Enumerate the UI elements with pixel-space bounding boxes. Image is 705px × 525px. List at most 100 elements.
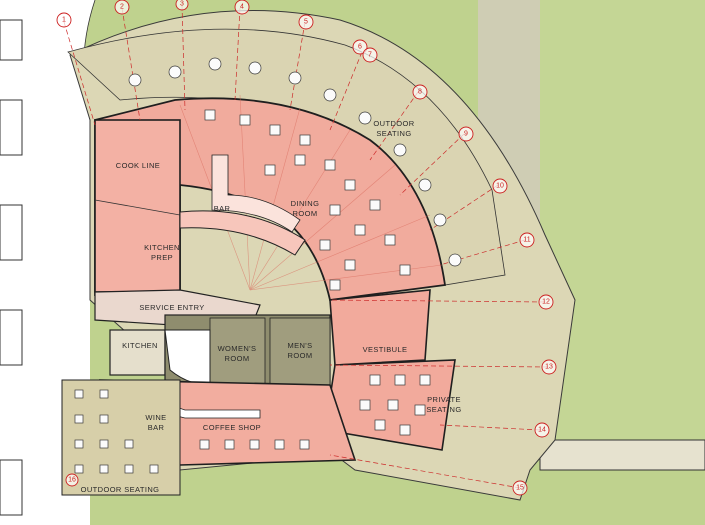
label-outdoor-bottom: OUTDOOR SEATING xyxy=(81,485,160,494)
table xyxy=(288,71,302,85)
grid-marker: 7 xyxy=(362,47,378,63)
table xyxy=(99,464,109,474)
label-kitchen-prep-1: KITCHEN xyxy=(144,243,180,252)
table xyxy=(433,213,447,227)
lower-outdoor-patio xyxy=(61,379,181,496)
kitchen-block xyxy=(94,119,181,293)
table xyxy=(239,114,251,126)
womens-room xyxy=(209,317,266,394)
label-kitchen-prep-2: PREP xyxy=(151,253,173,262)
mens-room xyxy=(269,317,331,394)
grid-marker: 10 xyxy=(492,178,508,194)
label-outdoor-top-1: OUTDOOR xyxy=(373,119,414,128)
radial-shading xyxy=(179,94,443,291)
table xyxy=(324,159,336,171)
outdoor-tables-upper xyxy=(128,57,462,267)
cook-line-divider xyxy=(94,199,181,216)
label-coffee-shop: COFFEE SHOP xyxy=(203,423,261,432)
grid-marker-label: 9 xyxy=(464,131,468,138)
table xyxy=(369,374,381,386)
table xyxy=(393,143,407,157)
grid-marker: 16 xyxy=(65,473,79,487)
grid-marker: 9 xyxy=(458,126,474,142)
table xyxy=(419,374,431,386)
grid-marker: 4 xyxy=(234,0,250,15)
table xyxy=(448,253,462,267)
bar-counter xyxy=(179,210,306,256)
label-outdoor-top-2: SEATING xyxy=(376,129,411,138)
private-tables xyxy=(359,374,431,436)
grid-marker-label: 3 xyxy=(180,1,184,8)
label-mens-1: MEN'S xyxy=(287,341,312,350)
table xyxy=(99,439,109,449)
grid-marker: 11 xyxy=(519,232,535,248)
grid-marker-label: 16 xyxy=(68,477,76,484)
table xyxy=(299,439,310,450)
grid-marker-label: 6 xyxy=(358,44,362,51)
table xyxy=(124,439,134,449)
label-wine-bar-1: WINE xyxy=(145,413,166,422)
table xyxy=(208,57,222,71)
table xyxy=(199,439,210,450)
table xyxy=(384,234,396,246)
label-wine-bar-2: BAR xyxy=(148,423,165,432)
table xyxy=(399,264,411,276)
table xyxy=(269,124,281,136)
label-dining-2: ROOM xyxy=(293,209,318,218)
label-private-1: PRIVATE xyxy=(427,395,461,404)
grid-marker: 8 xyxy=(412,84,428,100)
grid-marker-label: 12 xyxy=(542,299,550,306)
table xyxy=(359,399,371,411)
grid-marker-label: 4 xyxy=(240,4,244,11)
table xyxy=(358,111,372,125)
table xyxy=(344,259,356,271)
table xyxy=(354,224,366,236)
grid-marker: 13 xyxy=(541,359,557,375)
grid-marker: 3 xyxy=(175,0,189,11)
grid-lines xyxy=(63,4,549,489)
table xyxy=(264,164,276,176)
table xyxy=(344,179,356,191)
table xyxy=(374,419,386,431)
label-kitchen: KITCHEN xyxy=(122,341,158,350)
table xyxy=(128,73,142,87)
table xyxy=(204,109,216,121)
table xyxy=(294,154,306,166)
table xyxy=(74,414,84,424)
table xyxy=(74,464,84,474)
table xyxy=(99,389,109,399)
table xyxy=(329,279,341,291)
grid-marker: 6 xyxy=(352,39,368,55)
lawn-right xyxy=(540,0,705,450)
grid-marker-label: 15 xyxy=(516,485,524,492)
grid-marker: 2 xyxy=(114,0,130,15)
table xyxy=(248,61,262,75)
table xyxy=(168,65,182,79)
grid-marker-label: 10 xyxy=(496,183,504,190)
grid-marker-label: 5 xyxy=(304,19,308,26)
patio-tables xyxy=(74,389,159,474)
table xyxy=(224,439,235,450)
label-mens-2: ROOM xyxy=(288,351,313,360)
table xyxy=(124,464,134,474)
dining-tables xyxy=(204,109,411,291)
table xyxy=(414,404,426,416)
table xyxy=(399,424,411,436)
table xyxy=(387,399,399,411)
grid-marker-label: 11 xyxy=(523,237,530,244)
table xyxy=(329,204,341,216)
right-building-ledge xyxy=(539,439,705,471)
coffee-tables xyxy=(199,439,310,450)
table xyxy=(299,134,311,146)
label-private-2: SEATING xyxy=(426,405,461,414)
grid-marker: 1 xyxy=(56,12,72,28)
label-vestibule: VESTIBULE xyxy=(363,345,408,354)
table xyxy=(323,88,337,102)
label-service-entry: SERVICE ENTRY xyxy=(139,303,204,312)
grid-marker: 5 xyxy=(298,14,314,30)
grid-marker: 12 xyxy=(538,294,554,310)
table xyxy=(319,239,331,251)
label-bar: BAR xyxy=(214,204,231,213)
table xyxy=(74,439,84,449)
grid-marker-label: 14 xyxy=(538,427,546,434)
